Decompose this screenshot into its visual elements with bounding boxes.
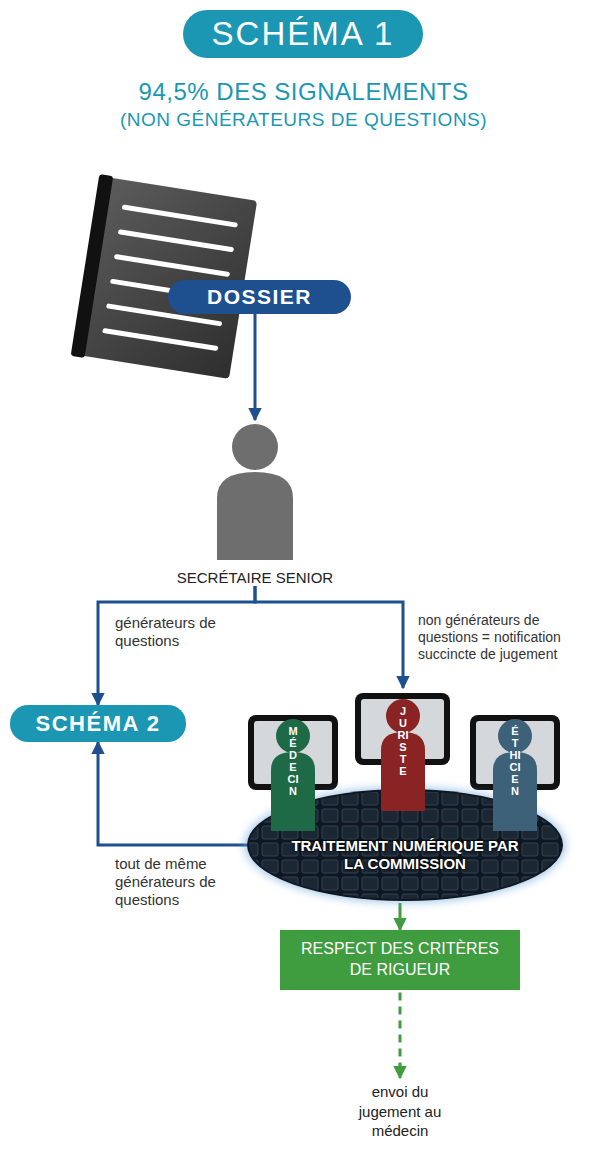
flow-arrow [98, 586, 255, 705]
schema-pill: SCHÉMA 2 [10, 705, 186, 742]
flow-arrow [254, 314, 257, 420]
node-text: ÉTHICIEN [510, 725, 521, 798]
person-icon [155, 420, 355, 565]
subtitle-line: (NON GÉNÉRATEURS DE QUESTIONS) [0, 109, 607, 131]
process-box: RESPECT DES CRITÈRES DE RIGUEUR [280, 930, 520, 990]
node-text: SCHÉMA 2 [36, 711, 161, 737]
flow-arrow [98, 742, 247, 845]
node-text: DOSSIER [207, 285, 312, 309]
person-figure: ÉTHICIEN [489, 718, 541, 831]
result-note: envoi du jugement au médecin [355, 1082, 445, 1141]
edge-label: non générateurs de questions = notificat… [418, 612, 600, 662]
flow-arrow [399, 903, 402, 930]
node-text: envoi du jugement au médecin [355, 1082, 445, 1141]
node-text: MÉDECIN [288, 725, 299, 798]
title-pill: SCHÉMA 1 [183, 10, 423, 58]
person-node: SECRÉTAIRE SENIOR [155, 420, 355, 586]
node-text: JURISTE [398, 705, 409, 778]
flow-arrow [399, 993, 402, 1078]
node-text: SECRÉTAIRE SENIOR [155, 569, 355, 586]
node-text: RESPECT DES CRITÈRES DE RIGUEUR [290, 939, 510, 981]
document-icon [71, 174, 258, 381]
person-head [232, 424, 278, 470]
person-body [217, 472, 293, 560]
person-figure: JURISTE [377, 698, 429, 811]
edge-label: tout de même générateurs de questions [115, 855, 225, 909]
flow-arrow [255, 586, 403, 688]
document-lines [105, 207, 235, 348]
person-figure: MÉDECIN [267, 718, 319, 831]
commission-node: TRAITEMENT NUMÉRIQUE PAR LA COMMISSION MÉ… [240, 688, 570, 903]
subtitle-line: 94,5% DES SIGNALEMENTS [0, 78, 607, 106]
edge-label: générateurs de questions [115, 614, 225, 650]
dossier-pill: DOSSIER [168, 280, 351, 314]
node-text: TRAITEMENT NUMÉRIQUE PAR LA COMMISSION [280, 837, 530, 873]
